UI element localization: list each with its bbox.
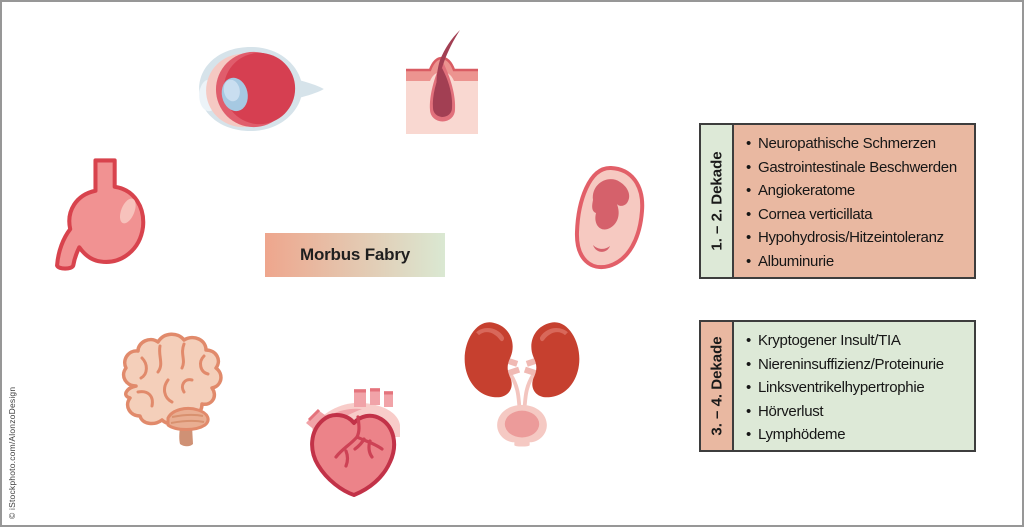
eye-icon: [191, 42, 329, 136]
symptom-item: Cornea verticillata: [746, 203, 966, 227]
symptom-item: Angiokeratome: [746, 179, 966, 203]
symptom-list-container: Neuropathische Schmerzen Gastrointestina…: [734, 125, 974, 277]
brain-icon: [108, 330, 232, 450]
symptom-item: Albuminurie: [746, 250, 966, 274]
symptom-list: Kryptogener Insult/TIA Niereninsuffizien…: [746, 329, 966, 447]
symptom-list: Neuropathische Schmerzen Gastrointestina…: [746, 132, 966, 273]
symptom-item: Gastrointestinale Beschwerden: [746, 156, 966, 180]
symptom-item: Niereninsuffizienz/Proteinurie: [746, 353, 966, 377]
decade-label-column: 1. – 2. Dekade: [701, 125, 734, 277]
heart-icon: [302, 382, 406, 500]
symptom-item: Kryptogener Insult/TIA: [746, 329, 966, 353]
symptom-item: Linksventrikelhypertrophie: [746, 376, 966, 400]
stomach-icon: [50, 156, 146, 276]
symptom-item: Hypohydrosis/Hitzeintoleranz: [746, 226, 966, 250]
symptom-item: Lymphödeme: [746, 423, 966, 447]
decade-label-column: 3. – 4. Dekade: [701, 322, 734, 450]
disease-name: Morbus Fabry: [299, 245, 410, 264]
symptom-item: Hörverlust: [746, 400, 966, 424]
decade-label: 1. – 2. Dekade: [708, 151, 725, 251]
symptom-box-decade-1-2: 1. – 2. Dekade Neuropathische Schmerzen …: [699, 123, 976, 279]
decade-label: 3. – 4. Dekade: [708, 336, 725, 436]
ear-icon: [564, 164, 654, 272]
hair-follicle-icon: [404, 26, 480, 138]
symptom-list-container: Kryptogener Insult/TIA Niereninsuffizien…: [734, 322, 974, 450]
image-credit: © iStockphoto.com/AlonzoDesign: [7, 386, 17, 519]
symptom-item: Neuropathische Schmerzen: [746, 132, 966, 156]
symptom-box-decade-3-4: 3. – 4. Dekade Kryptogener Insult/TIA Ni…: [699, 320, 976, 452]
center-disease-label: Morbus Fabry: [265, 233, 445, 277]
kidneys-icon: [457, 317, 587, 447]
